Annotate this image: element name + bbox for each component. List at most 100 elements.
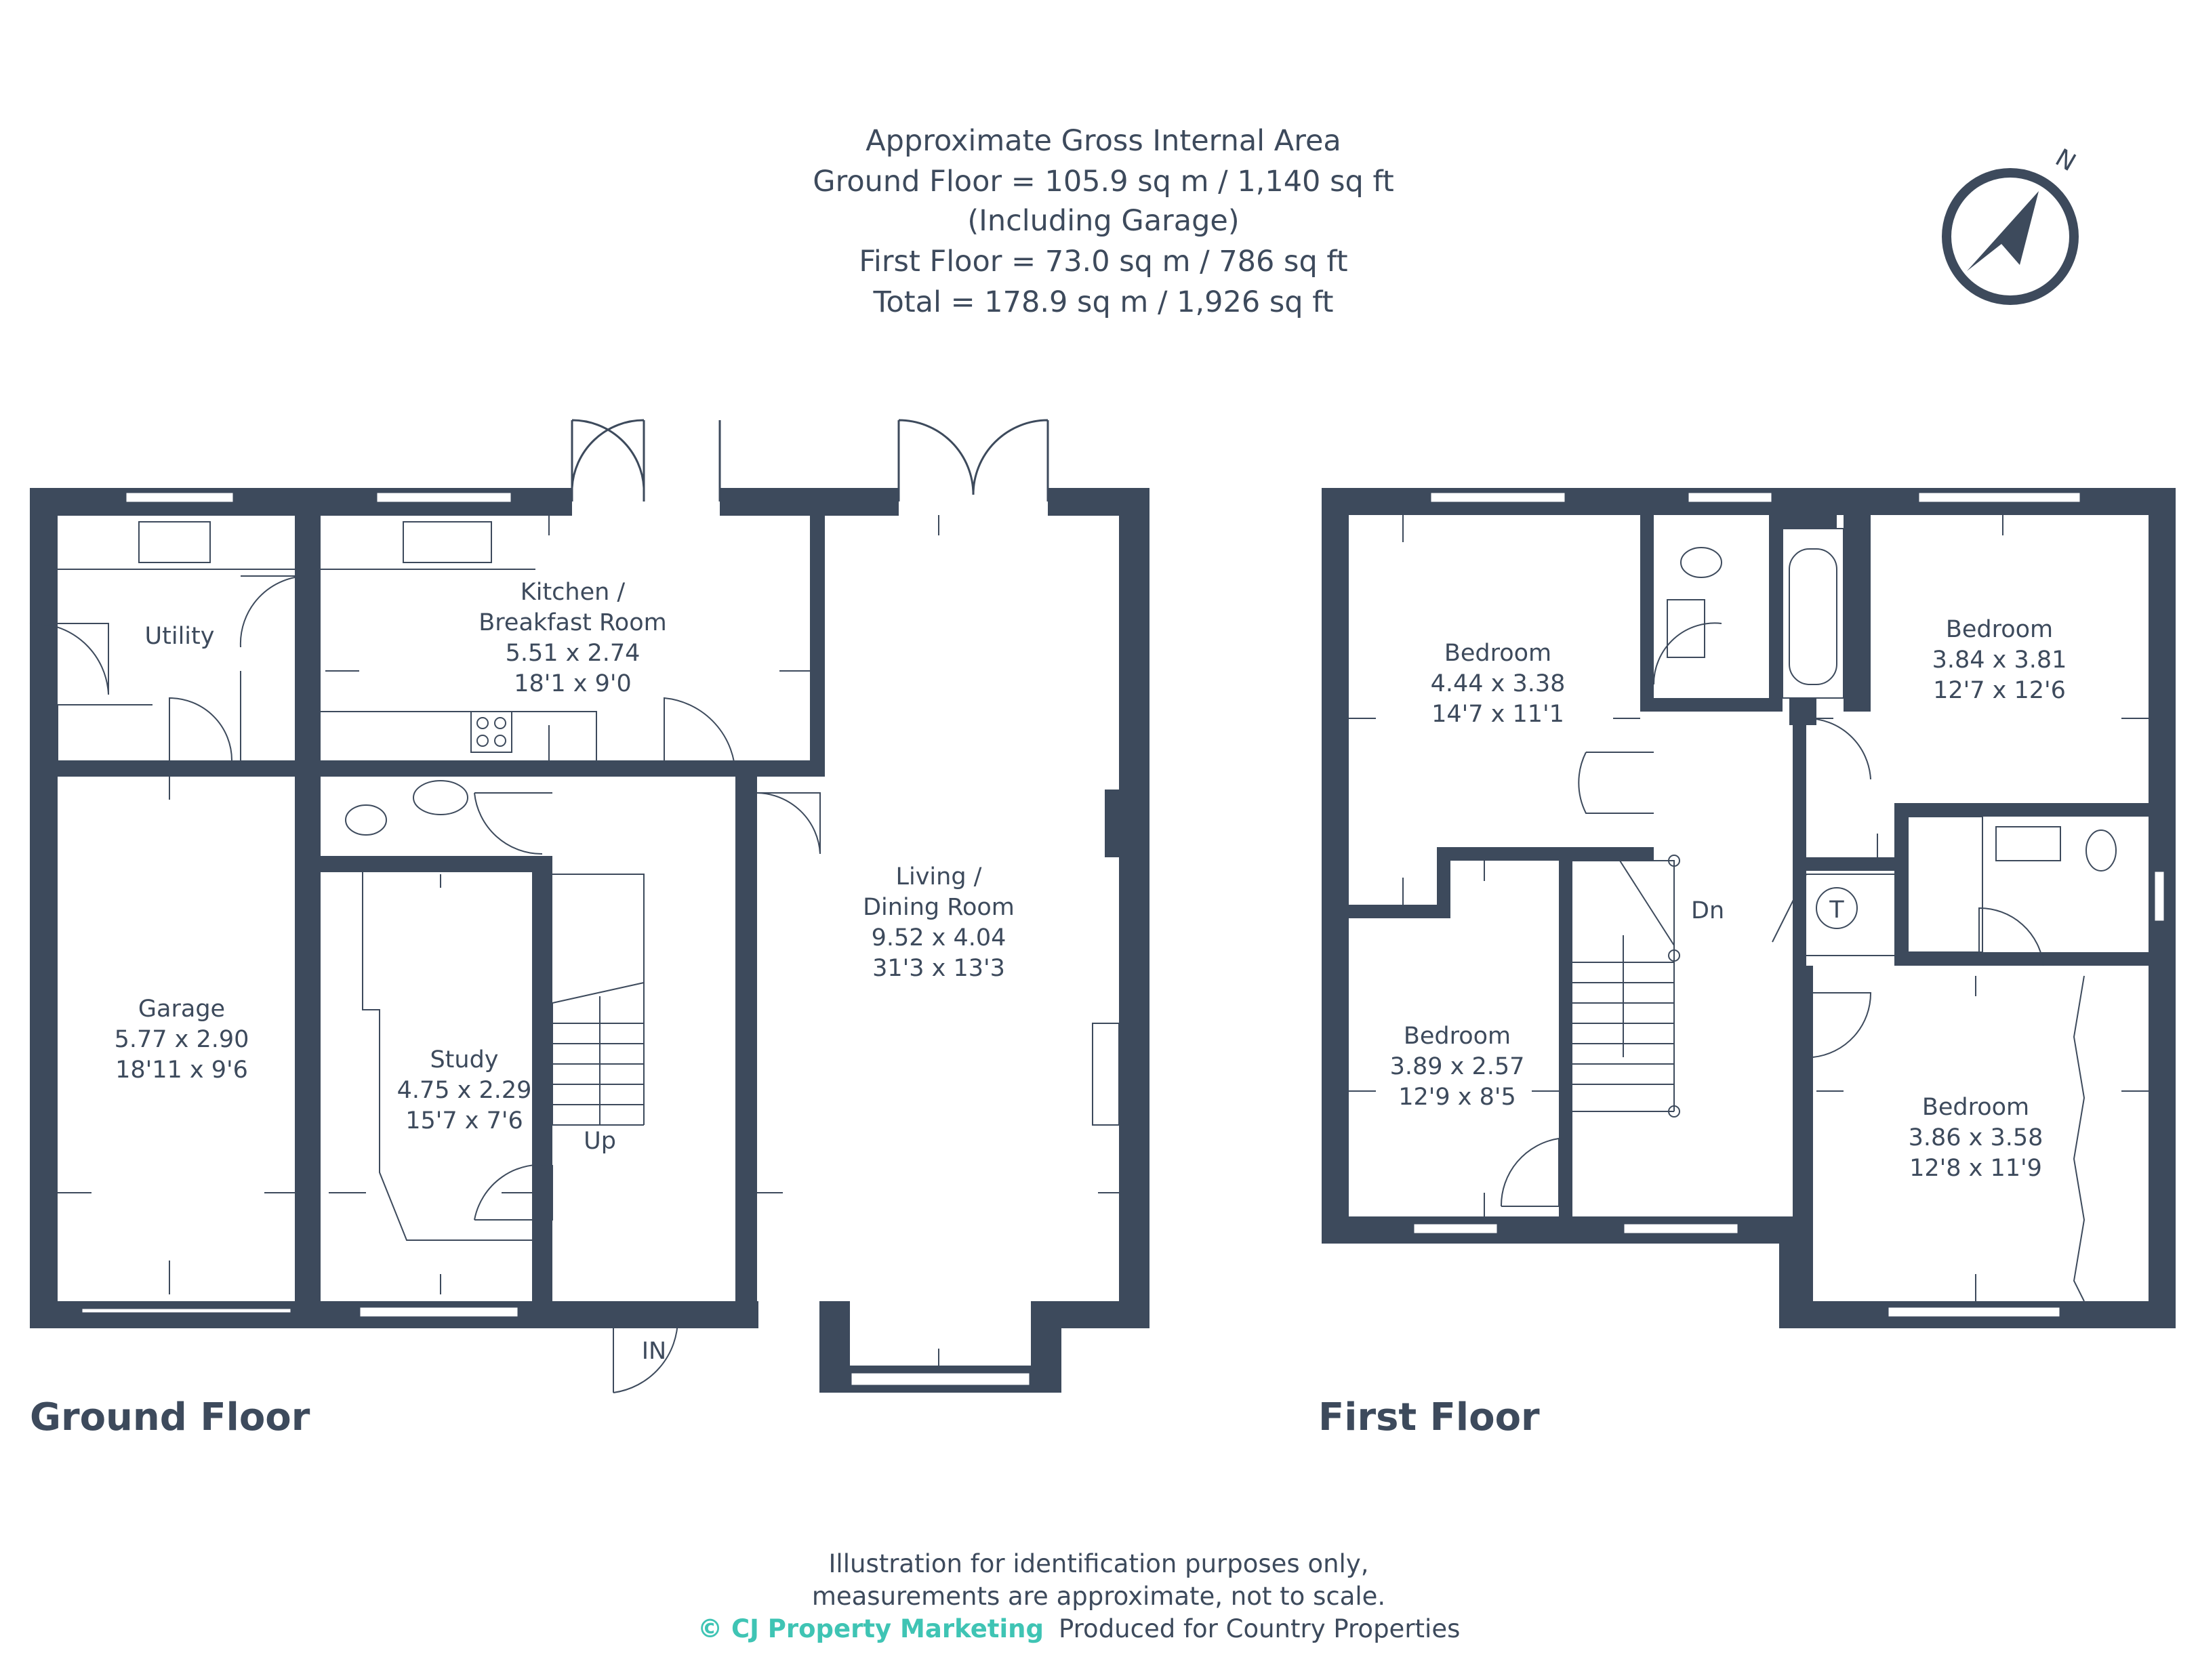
ff-window-landing (1622, 1222, 1740, 1235)
bed3-imperial: 12'9 x 8'5 (1398, 1084, 1516, 1111)
bed4-metric: 3.86 x 3.58 (1909, 1124, 2043, 1151)
ff-window-wc (1686, 491, 1774, 504)
ff-window-bed2 (1917, 491, 2082, 504)
living-label-1: Living / (896, 863, 982, 890)
living-hall-door (756, 792, 821, 855)
living-imperial: 31'3 x 13'3 (872, 955, 1005, 982)
bed4-door (1812, 992, 1872, 1058)
total-area: Total = 178.9 sq m / 1,926 sq ft (872, 285, 1333, 319)
ff-wc-icon (1667, 547, 1722, 658)
gf-garage-door (80, 1307, 293, 1315)
bed2-door (1806, 717, 1871, 780)
ff-wall-bed2-bottom (1793, 857, 1901, 871)
kitchen-worktops (57, 569, 597, 760)
gf-wall-north-mid (720, 488, 899, 516)
bay-window (849, 1371, 1032, 1387)
ensuite-fittings (1907, 816, 2117, 953)
bed4-label: Bedroom (1922, 1094, 2029, 1121)
ensuite-door (1978, 907, 2044, 966)
ff-wall-bed4-west (1793, 966, 1813, 1305)
study-imperial: 15'7 x 7'6 (405, 1107, 523, 1134)
ff-wall-ensuite-top (1894, 803, 2149, 817)
ff-wall-bed1-bottom-a (1349, 905, 1450, 918)
bed1-metric: 4.44 x 3.38 (1431, 670, 1566, 697)
utility-side-door (29, 622, 109, 695)
gf-wall-kitchen-east (810, 515, 825, 777)
garage-utility-door (169, 697, 232, 761)
gf-wall-study-east (532, 856, 552, 1310)
cylinder-cupboard: T (1772, 874, 1894, 956)
ff-wall-corner (1640, 847, 1654, 861)
ff-wall-ensuite-west (1894, 803, 1908, 966)
first-area: First Floor = 73.0 sq m / 786 sq ft (859, 245, 1347, 279)
chimney-recess (1092, 1023, 1120, 1126)
wc-door (1652, 622, 1722, 685)
utility-kitchen-door (239, 575, 309, 648)
bed4-imperial: 12'8 x 11'9 (1909, 1155, 2042, 1182)
ff-staircase (1572, 855, 1680, 1118)
ground-floor-plan: Utility Kitchen / Breakfast Room 5.51 x … (29, 419, 1149, 1439)
entrance-label: IN (642, 1338, 667, 1365)
produced-for: Produced for Country Properties (1059, 1614, 1460, 1643)
study-label: Study (430, 1046, 498, 1073)
gf-wall-east (1119, 488, 1149, 1328)
kitchen-french-doors (571, 419, 721, 501)
bed3-metric: 3.89 x 2.57 (1390, 1053, 1525, 1080)
living-metric: 9.52 x 4.04 (872, 924, 1006, 951)
study-door (474, 1164, 553, 1221)
living-label-2: Dining Room (863, 894, 1015, 921)
kitchen-label-1: Kitchen / (521, 579, 626, 606)
ff-window-ensuite (2153, 869, 2166, 923)
area-heading: Approximate Gross Internal Area (866, 124, 1341, 158)
ff-stairs-label: Dn (1691, 897, 1724, 924)
wc-icon (345, 780, 468, 836)
ff-wall-bed1-east (1640, 515, 1654, 712)
gf-stairs-label: Up (584, 1128, 616, 1155)
gf-wall-wc-bottom (321, 856, 551, 872)
ground-area-note: (Including Garage) (967, 204, 1239, 238)
ff-wall-ensuite-bottom (1894, 952, 2149, 966)
first-floor-title: First Floor (1318, 1395, 1540, 1439)
bed2-metric: 3.84 x 3.81 (1932, 647, 2067, 674)
ff-window-bed1 (1429, 491, 1567, 504)
utility-label: Utility (145, 623, 215, 650)
gf-wall-west (30, 488, 58, 1328)
footer: Illustration for identification purposes… (697, 1549, 1460, 1643)
study-alcove (362, 872, 532, 1241)
ff-wall-bath-east (1844, 515, 1857, 712)
gf-staircase (552, 874, 645, 1126)
ground-floor-title: Ground Floor (30, 1395, 310, 1439)
ff-wall-bed1-step (1437, 847, 1450, 918)
ff-wall-bath-west (1769, 515, 1783, 712)
fireplace (1105, 790, 1122, 857)
cupboard-label: T (1829, 897, 1844, 924)
area-summary: Approximate Gross Internal Area Ground F… (813, 124, 1393, 319)
ff-wall-bed2-west (1857, 515, 1871, 712)
kitchen-imperial: 18'1 x 9'0 (514, 670, 632, 697)
garage-metric: 5.77 x 2.90 (115, 1026, 249, 1053)
gf-wall-garage-east (295, 515, 321, 1301)
gf-window-study (358, 1305, 520, 1319)
wardrobe-doors (2073, 975, 2085, 1302)
garage-label: Garage (138, 996, 225, 1023)
bed3-door (1500, 1137, 1560, 1207)
gf-wall-kitchen-bottom (308, 760, 810, 777)
brand-credit: © CJ Property Marketing (697, 1614, 1044, 1643)
ff-window-bed4 (1886, 1305, 2062, 1319)
ff-dimension-markers (1349, 515, 2149, 1301)
front-door (613, 1317, 679, 1393)
hob-icon (470, 711, 512, 753)
bed1-door (1578, 752, 1654, 814)
bed3-label: Bedroom (1404, 1023, 1511, 1050)
bed1-imperial: 14'7 x 11'1 (1431, 701, 1564, 728)
bath-icon (1782, 528, 1844, 699)
study-metric: 4.75 x 2.29 (397, 1077, 532, 1104)
compass-north-label: N (2051, 144, 2081, 177)
gf-window-utility (124, 491, 235, 504)
wc-door (474, 792, 552, 855)
ff-wall-bed3-east (1559, 861, 1572, 1223)
gf-window-kitchen (375, 491, 513, 504)
ff-wall-wc-bottom (1654, 698, 1783, 712)
ff-window-bed3 (1412, 1222, 1499, 1235)
